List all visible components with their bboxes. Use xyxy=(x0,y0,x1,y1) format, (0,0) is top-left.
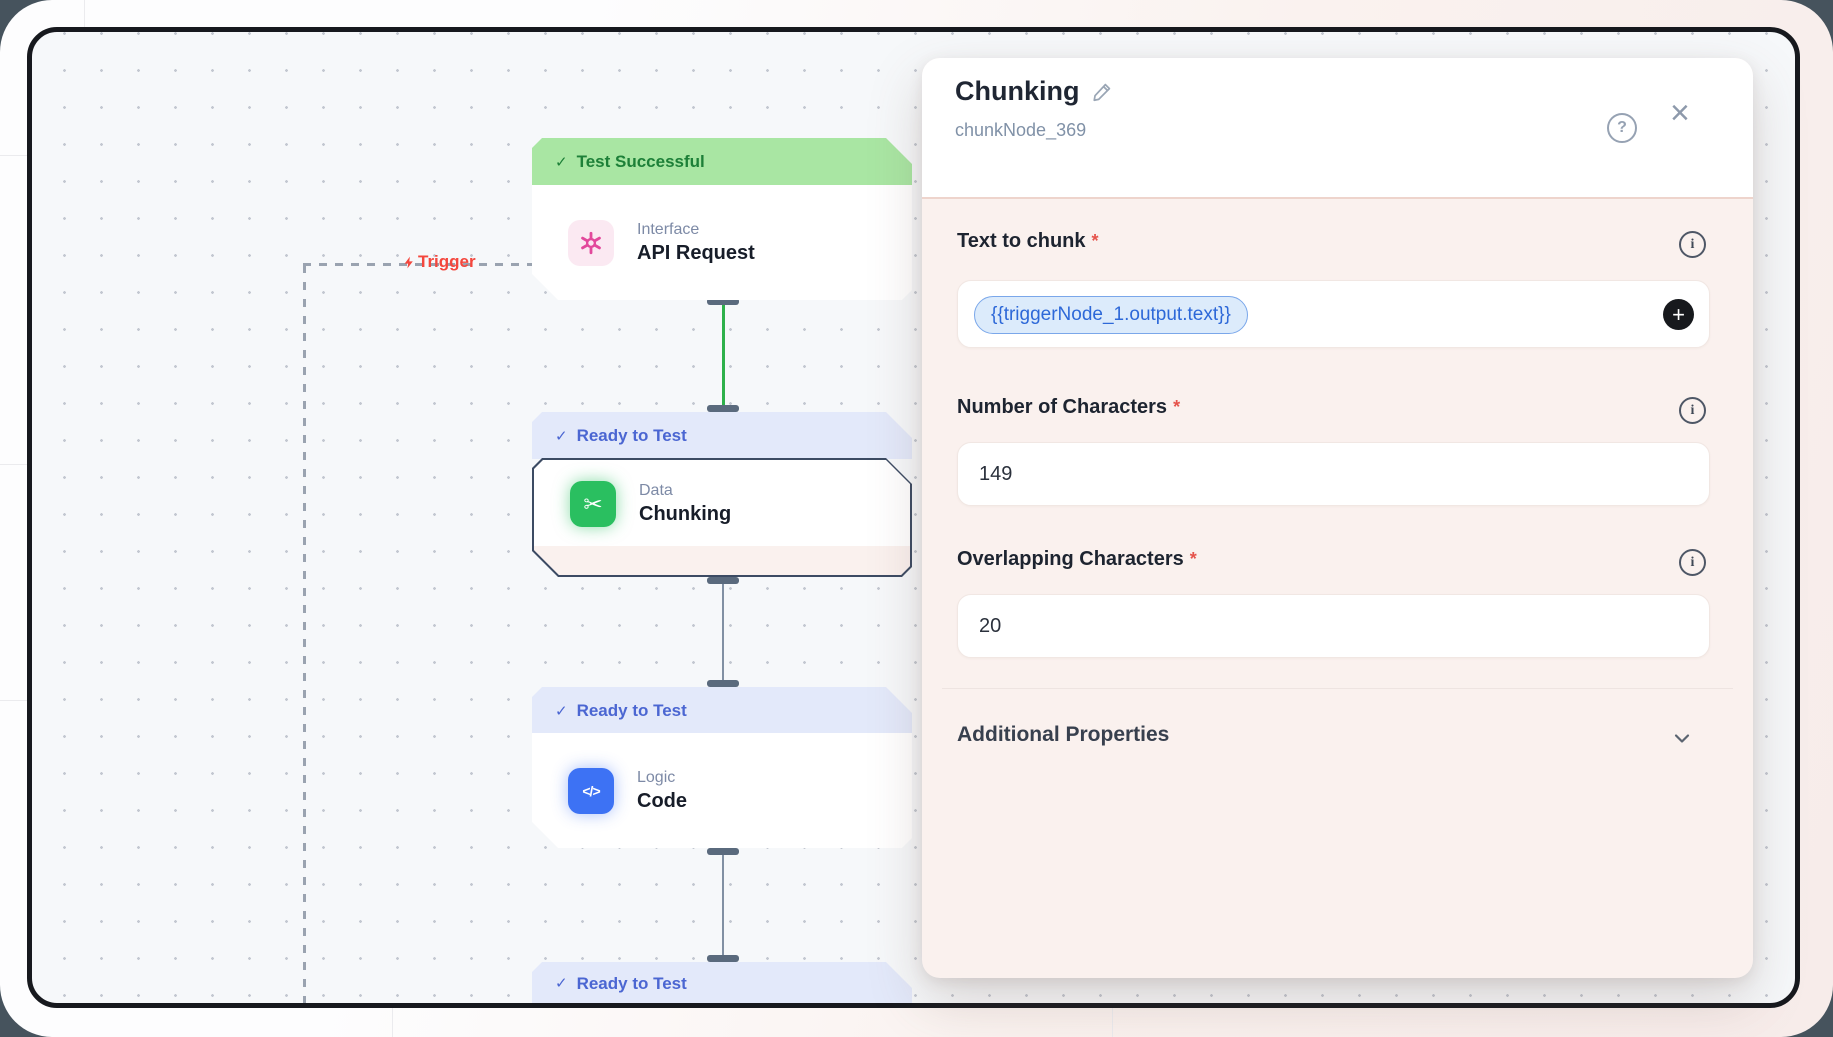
status-badge-ready-to-test: ✓ Ready to Test xyxy=(532,412,912,459)
edge-handle[interactable] xyxy=(707,298,739,305)
edge-handle[interactable] xyxy=(707,405,739,412)
node-api-request[interactable]: Interface API Request xyxy=(532,185,912,300)
code-icon: </> xyxy=(568,768,614,814)
panel-header: Chunking chunkNode_369 ? × xyxy=(922,58,1753,197)
panel-title: Chunking xyxy=(955,76,1080,106)
check-icon: ✓ xyxy=(555,975,568,992)
info-button[interactable]: i xyxy=(1679,397,1706,424)
edge-chunking-to-code xyxy=(722,580,724,683)
edge-handle[interactable] xyxy=(707,577,739,584)
token-chip[interactable]: {{triggerNode_1.output.text}} xyxy=(974,296,1248,334)
number-of-characters-input[interactable] xyxy=(958,443,1709,505)
bg-gridline xyxy=(0,464,27,465)
overlapping-characters-input[interactable] xyxy=(958,595,1709,657)
bg-gridline xyxy=(392,1008,393,1037)
info-icon: i xyxy=(1690,402,1695,418)
canvas-grid: Trigger ✓ Test Successful xyxy=(32,32,1795,1003)
check-icon: ✓ xyxy=(555,154,568,171)
required-asterisk: * xyxy=(1189,549,1197,569)
edge-handle[interactable] xyxy=(707,955,739,962)
bg-gridline xyxy=(84,0,85,27)
trigger-edge-horizontal xyxy=(303,263,534,266)
check-icon: ✓ xyxy=(555,702,568,720)
info-icon: i xyxy=(1690,236,1695,252)
status-badge-ready-to-test: ✓ Ready to Test xyxy=(532,687,912,734)
status-text: Ready to Test xyxy=(576,974,687,993)
bg-gridline xyxy=(0,700,27,701)
question-icon: ? xyxy=(1617,119,1627,136)
panel-divider xyxy=(922,197,1753,199)
node-category: Logic xyxy=(637,768,676,786)
overlapping-characters-field xyxy=(957,594,1710,658)
bg-gridline xyxy=(1112,1008,1113,1037)
interface-sparkle-icon xyxy=(568,220,614,266)
node-title: Code xyxy=(637,789,687,812)
node-footer-strip xyxy=(534,546,910,575)
node-title: Chunking xyxy=(639,503,732,525)
edge-code-to-next xyxy=(722,851,724,957)
info-button[interactable]: i xyxy=(1679,231,1706,258)
edit-pencil-icon[interactable] xyxy=(1091,80,1114,103)
status-text: Ready to Test xyxy=(576,425,687,445)
field-label-text-to-chunk: Text to chunk* xyxy=(957,230,1099,252)
check-icon: ✓ xyxy=(555,427,568,445)
node-category: Interface xyxy=(637,220,700,238)
edge-api-to-chunking xyxy=(722,302,725,408)
edge-handle[interactable] xyxy=(707,680,739,687)
help-button[interactable]: ? xyxy=(1607,113,1637,143)
node-chunking-selected[interactable]: ✂ Data Chunking xyxy=(532,458,912,577)
chevron-down-icon[interactable] xyxy=(1670,726,1694,755)
trigger-label-text: Trigger xyxy=(418,252,476,271)
status-text: Test Successful xyxy=(576,152,705,171)
required-asterisk: * xyxy=(1091,231,1099,251)
number-of-characters-field xyxy=(957,442,1710,506)
text-to-chunk-input[interactable]: {{triggerNode_1.output.text}} + xyxy=(957,280,1710,348)
trigger-edge-vertical xyxy=(303,265,306,1003)
lightning-bolt-icon xyxy=(402,254,416,271)
add-token-button[interactable]: + xyxy=(1663,299,1694,330)
scissors-icon: ✂ xyxy=(570,481,616,527)
plus-icon: + xyxy=(1672,301,1685,327)
node-title: API Request xyxy=(637,241,755,264)
node-category: Data xyxy=(639,482,673,499)
additional-properties-header[interactable]: Additional Properties xyxy=(957,723,1170,746)
node-config-panel: Chunking chunkNode_369 ? × Text to chunk… xyxy=(922,58,1753,978)
edge-handle[interactable] xyxy=(707,848,739,855)
trigger-label: Trigger xyxy=(402,252,476,272)
status-badge-ready-to-test: ✓ Ready to Test xyxy=(532,962,912,1008)
info-button[interactable]: i xyxy=(1679,549,1706,576)
field-label-overlapping-characters: Overlapping Characters* xyxy=(957,548,1197,570)
section-divider xyxy=(942,688,1733,689)
node-code[interactable]: </> Logic Code xyxy=(532,733,912,848)
close-icon: × xyxy=(1670,94,1690,132)
status-text: Ready to Test xyxy=(576,700,687,720)
info-icon: i xyxy=(1690,554,1695,570)
node-id-label: chunkNode_369 xyxy=(955,120,1087,140)
bg-gridline xyxy=(0,155,27,156)
required-asterisk: * xyxy=(1173,397,1181,417)
close-panel-button[interactable]: × xyxy=(1670,96,1690,130)
status-badge-test-successful: ✓ Test Successful xyxy=(532,138,912,186)
field-label-number-of-characters: Number of Characters* xyxy=(957,396,1181,418)
